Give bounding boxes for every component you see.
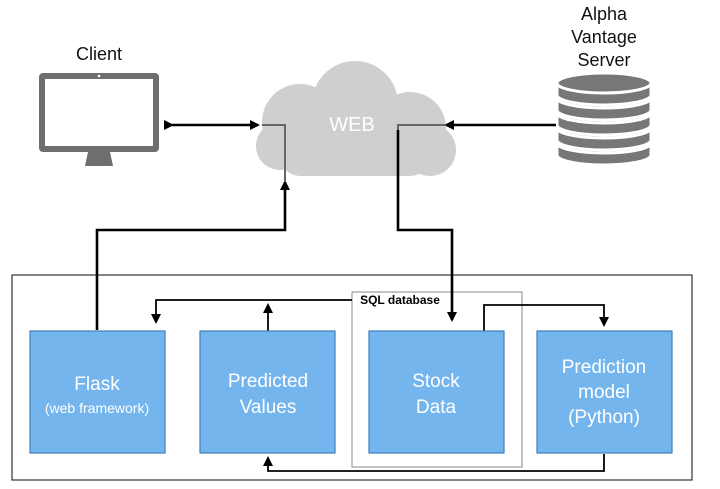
prediction-model-box: Prediction model (Python) <box>536 330 673 454</box>
predicted-values-box: Predicted Values <box>199 330 336 454</box>
sql-database-group <box>351 291 523 468</box>
model-predicted-arrow <box>263 454 605 472</box>
monitor-icon <box>39 73 159 166</box>
predicted-label-line2: Values <box>240 397 297 418</box>
server-label-line2: Vantage <box>571 27 637 47</box>
database-icon <box>555 71 653 167</box>
model-label-line1: Prediction <box>562 357 647 378</box>
sql-flask-arrow <box>151 299 352 324</box>
cloud-internal-lines <box>262 124 446 182</box>
server-label-line1: Alpha <box>581 4 628 24</box>
web-stock-arrow <box>396 130 457 322</box>
model-label-line3: (Python) <box>568 407 640 428</box>
flask-sublabel: (web framework) <box>45 400 149 416</box>
flask-web-arrow <box>95 180 290 330</box>
client-label: Client <box>76 44 122 64</box>
stock-label-line1: Stock <box>412 371 460 392</box>
sql-database-label: SQL database <box>360 293 440 307</box>
model-label-line2: model <box>578 382 630 403</box>
internal-connectors <box>151 299 609 472</box>
cloud-icon <box>256 61 456 176</box>
stock-model-arrow <box>483 304 609 331</box>
connectors <box>95 120 556 330</box>
predicted-label-line1: Predicted <box>228 371 308 392</box>
flask-label: Flask <box>74 374 120 395</box>
stock-label-line2: Data <box>416 397 457 418</box>
flask-box: Flask (web framework) <box>29 330 166 454</box>
web-label: WEB <box>329 114 375 136</box>
stock-data-box: Stock Data <box>368 330 505 454</box>
server-label-line3: Server <box>577 50 630 70</box>
